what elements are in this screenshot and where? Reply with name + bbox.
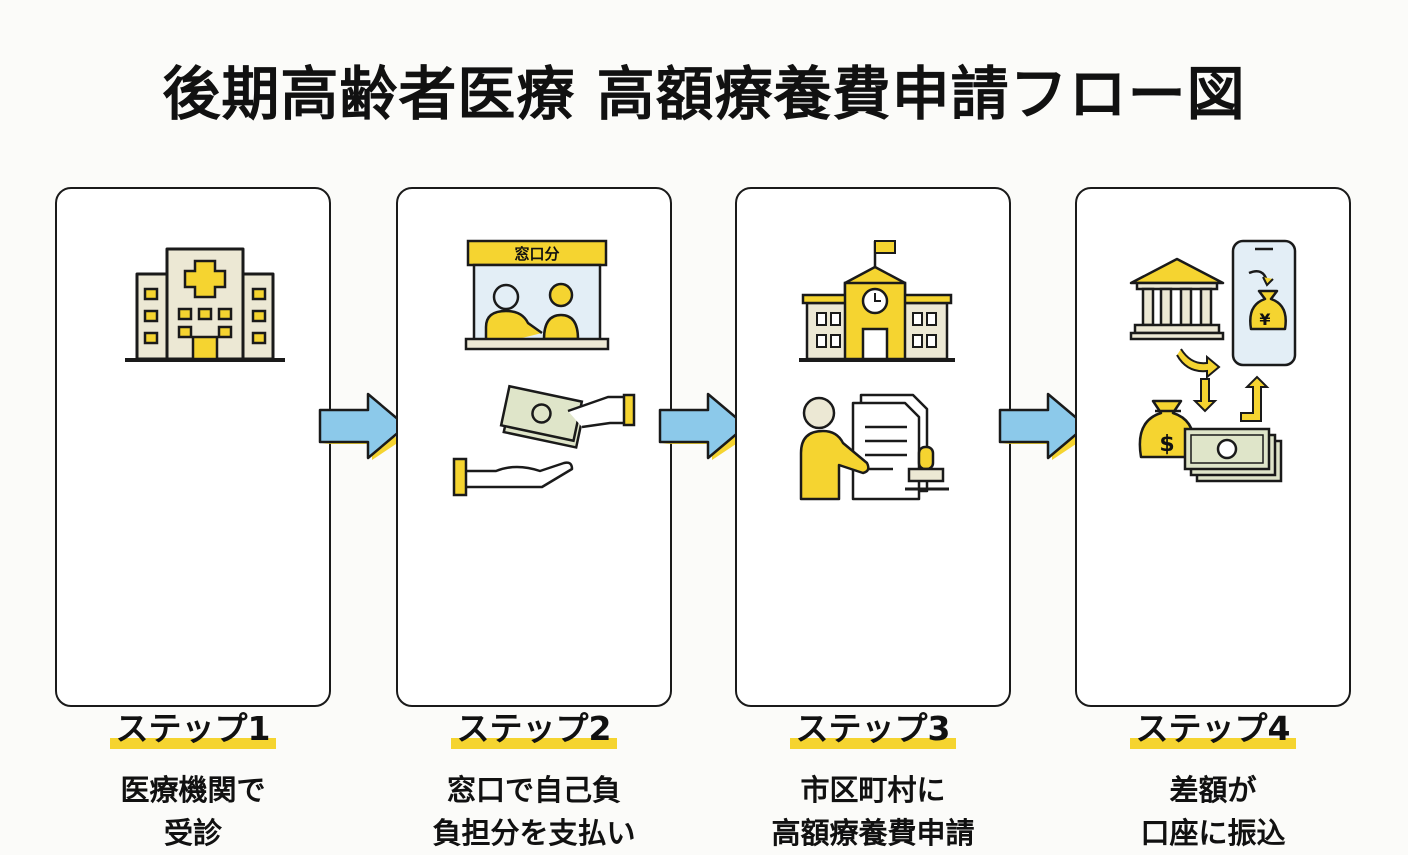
money-bag-icon: $ <box>1138 399 1196 459</box>
flow-arrow-3 <box>998 392 1088 460</box>
step-card-1: ステップ1 医療機関で 受診 <box>55 187 331 850</box>
application-form-icon <box>799 393 949 501</box>
step-description-3: 市区町村に 高額療養費申請 <box>771 773 975 850</box>
page-title: 後期高齢者医療 高額療養費申請フロー図 <box>162 60 1246 128</box>
flow-arrow-1 <box>318 392 408 460</box>
step-label-4: ステップ4 <box>1077 709 1349 749</box>
step-description-2: 窓口で自己負 負担分を支払い <box>432 773 636 850</box>
step-card-2: 窓口分 ステップ2 窓口で自己負 負担分を支払い <box>396 187 672 850</box>
bank-icon: ¥ $ <box>1129 239 1297 483</box>
dollar-symbol: $ <box>1159 432 1174 457</box>
hospital-icon <box>125 247 285 362</box>
cash-payment-icon <box>452 384 636 497</box>
step-label-3: ステップ3 <box>737 709 1009 749</box>
step-label-1: ステップ1 <box>57 709 329 749</box>
banknotes-icon <box>1183 427 1283 483</box>
city-hall-icon <box>799 240 955 501</box>
yen-symbol: ¥ <box>1259 310 1270 329</box>
step-description-4: 差額が 口座に振込 <box>1140 773 1286 850</box>
step-card-3: ステップ3 市区町村に 高額療養費申請 <box>735 187 1011 850</box>
step-description-1: 医療機関で 受診 <box>120 773 266 850</box>
step-label-2: ステップ2 <box>398 709 670 749</box>
step-card-4: ¥ $ ステップ4 差額が 口座に振込 <box>1075 187 1351 850</box>
smartphone-icon: ¥ <box>1231 239 1297 367</box>
flow-arrow-2 <box>658 392 748 460</box>
reception-counter-icon: 窓口分 <box>452 239 636 497</box>
counter-sign-text: 窓口分 <box>514 245 559 263</box>
